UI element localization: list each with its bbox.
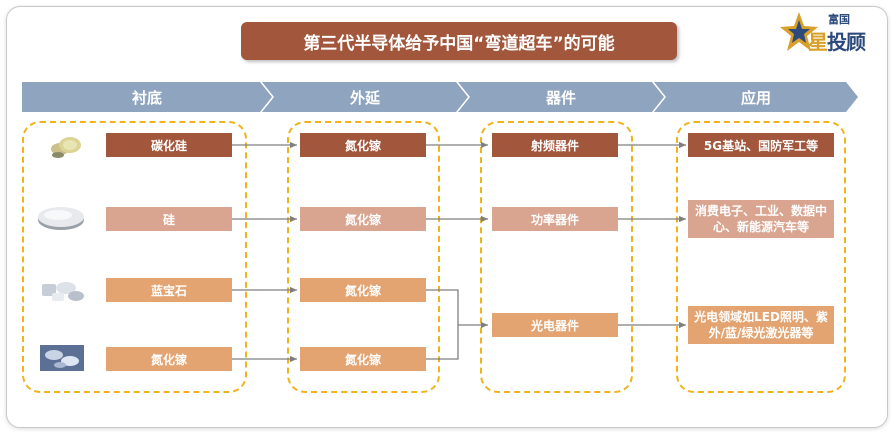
sapphire-wafer-image xyxy=(42,282,84,301)
epitaxy-group xyxy=(287,121,440,393)
stage-chevron-epitaxy: 外延 xyxy=(262,82,468,112)
silicon-wafer-image xyxy=(38,207,84,230)
chevron-shape xyxy=(654,82,858,112)
stage-label: 外延 xyxy=(349,88,380,107)
substrate-si: 硅 xyxy=(106,207,232,231)
device-rf: 射频器件 xyxy=(492,133,618,157)
epitaxy-gan-2: 氮化镓 xyxy=(300,207,426,231)
application-led-laser: 光电领域如LED照明、紫外/蓝/绿光激光器等 xyxy=(688,306,834,344)
stage-chevron-device: 器件 xyxy=(458,82,664,112)
silicon-carbide-wafer-image xyxy=(51,137,81,158)
stage-label: 应用 xyxy=(740,88,771,107)
fuguo-logo: 富国 星投顾 xyxy=(778,8,882,54)
logo-main-text: 星投顾 xyxy=(808,26,866,55)
application-consumer-industrial: 消费电子、工业、数据中心、新能源汽车等 xyxy=(688,200,834,238)
substrate-group xyxy=(22,121,247,393)
logo-gold-text: 星 xyxy=(808,30,828,54)
chevron-shape xyxy=(22,82,272,112)
chevron-shape xyxy=(262,82,468,112)
logo-top-text: 富国 xyxy=(828,13,850,26)
gallium-nitride-wafer-image xyxy=(40,345,84,371)
diagram-title: 第三代半导体给予中国“弯道超车”的可能 xyxy=(241,22,677,60)
logo-blue-text: 投顾 xyxy=(827,30,866,54)
substrate-sic: 碳化硅 xyxy=(106,133,232,157)
stage-label: 器件 xyxy=(545,88,576,107)
substrate-gan: 氮化镓 xyxy=(106,347,232,371)
chevron-shape xyxy=(458,82,664,112)
application-group xyxy=(676,121,846,393)
stage-chevron-application: 应用 xyxy=(654,82,858,112)
star-logo-icon xyxy=(780,12,818,51)
device-power: 功率器件 xyxy=(492,207,618,231)
substrate-sapphire: 蓝宝石 xyxy=(106,278,232,302)
stage-label: 衬底 xyxy=(131,88,162,107)
stage-chevron-substrate: 衬底 xyxy=(22,82,272,112)
application-5g-defense: 5G基站、国防军工等 xyxy=(688,133,834,157)
device-optoelectronic: 光电器件 xyxy=(492,313,618,337)
epitaxy-gan-1: 氮化镓 xyxy=(300,133,426,157)
epitaxy-gan-3: 氮化镓 xyxy=(300,278,426,302)
epitaxy-gan-4: 氮化镓 xyxy=(300,347,426,371)
device-group xyxy=(480,121,633,393)
